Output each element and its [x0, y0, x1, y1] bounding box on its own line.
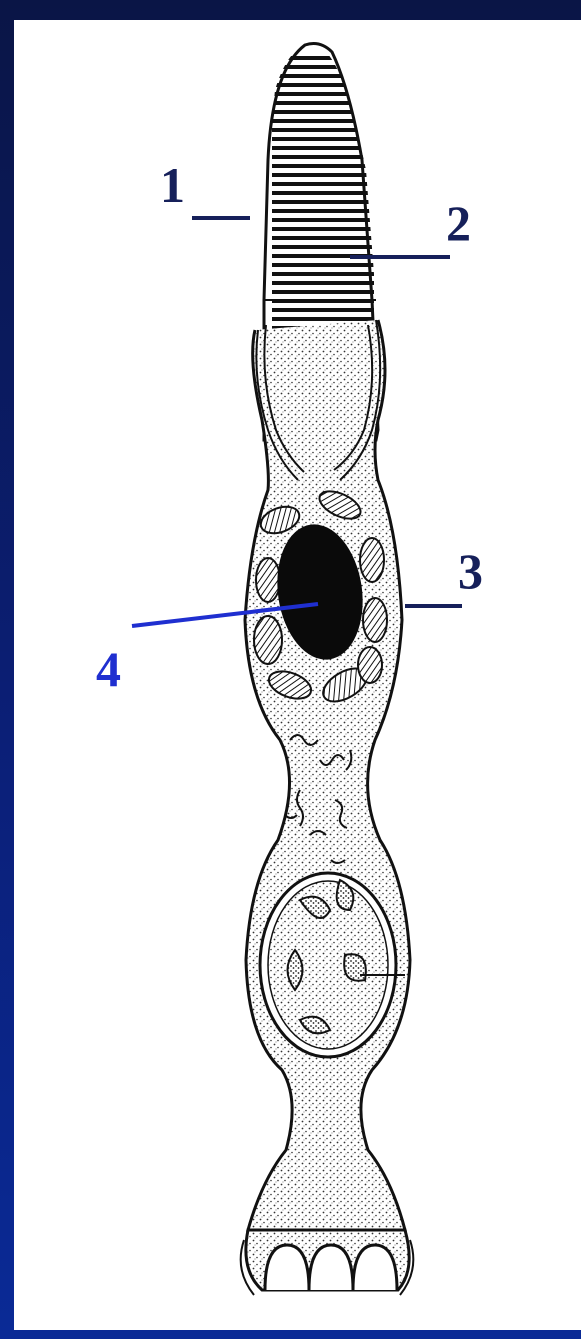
label-2: 2 [446, 195, 471, 251]
inner-segment [245, 320, 410, 1230]
label-1: 1 [160, 157, 185, 213]
label-3: 3 [458, 543, 483, 599]
label-4: 4 [96, 641, 121, 697]
synaptic-terminal [241, 1230, 414, 1295]
